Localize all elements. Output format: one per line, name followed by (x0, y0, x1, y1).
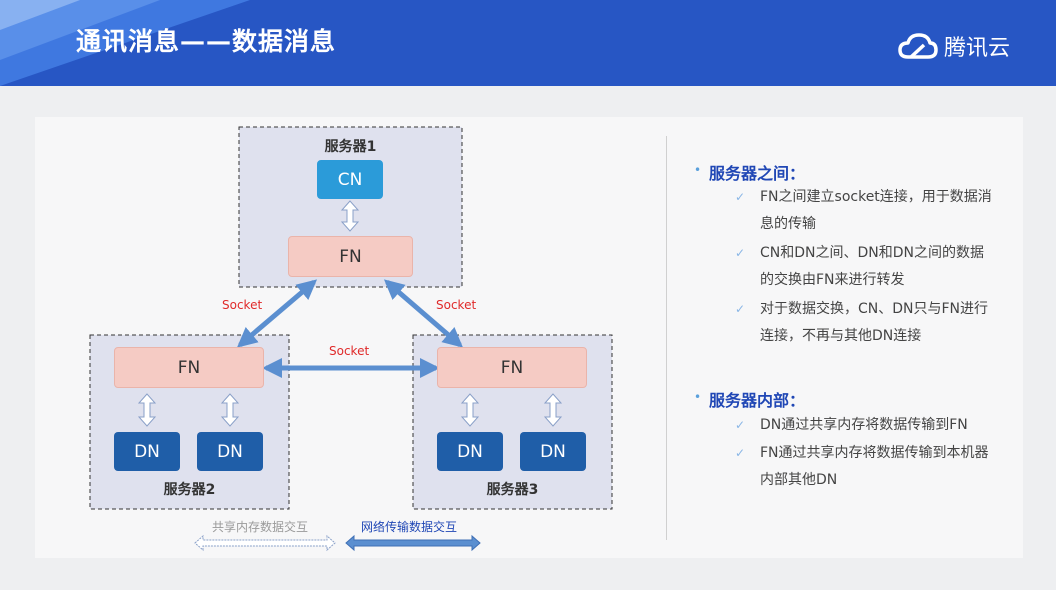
check-icon: ✓ (735, 446, 746, 460)
socket-label-middle: Socket (329, 344, 370, 358)
check-icon: ✓ (735, 246, 746, 260)
fn-node-server3: FN (437, 347, 587, 388)
fn-node-server1: FN (288, 236, 413, 277)
list-item: CN和DN之间、DN和DN之间的数据的交换由FN来进行转发 (760, 245, 985, 288)
check-icon: ✓ (735, 418, 746, 432)
fn-node-server2: FN (114, 347, 264, 388)
legend-network-label: 网络传输数据交互 (361, 520, 458, 534)
header-corner-decoration (0, 0, 250, 86)
server2-label: 服务器2 (163, 482, 216, 498)
brand-name: 腾讯云 (944, 36, 1011, 61)
cloud-logo-icon (898, 33, 938, 59)
double-arrow-icon (220, 393, 240, 427)
server1-label: 服务器1 (324, 139, 377, 155)
dn-node: DN (114, 432, 180, 471)
bullet-dot-icon: • (694, 163, 702, 177)
bullet-dot-icon: • (694, 390, 702, 404)
header-bar: 通讯消息——数据消息 腾讯云 (0, 0, 1056, 86)
socket-arrow-right (383, 279, 464, 348)
brand-logo: 腾讯云 (898, 28, 1010, 64)
section-title-inside: 服务器内部： (709, 391, 806, 410)
dn-node: DN (437, 432, 503, 471)
cn-node: CN (317, 160, 383, 199)
double-arrow-icon (137, 393, 157, 427)
list-item: DN通过共享内存将数据传输到FN (760, 417, 968, 433)
list-item: 对于数据交换，CN、DN只与FN进行连接，不再与其他DN连接 (760, 301, 989, 344)
check-icon: ✓ (735, 302, 746, 316)
section-title-between: 服务器之间： (709, 164, 806, 183)
panel-divider (666, 136, 667, 540)
check-icon: ✓ (735, 190, 746, 204)
double-arrow-icon (340, 200, 360, 232)
legend-shared-arrow (194, 534, 336, 552)
socket-arrow-left (236, 279, 318, 348)
page-title: 通讯消息——数据消息 (76, 27, 337, 56)
double-arrow-icon (460, 393, 480, 427)
server3-label: 服务器3 (486, 482, 539, 498)
dn-node: DN (197, 432, 263, 471)
socket-label-right: Socket (436, 298, 477, 312)
legend-network-arrow (345, 534, 481, 552)
dn-node: DN (520, 432, 586, 471)
list-item: FN之间建立socket连接，用于数据消息的传输 (760, 189, 992, 232)
socket-label-left: Socket (222, 298, 263, 312)
list-item: FN通过共享内存将数据传输到本机器内部其他DN (760, 445, 989, 488)
double-arrow-icon (543, 393, 563, 427)
legend-shared-label: 共享内存数据交互 (212, 520, 309, 534)
